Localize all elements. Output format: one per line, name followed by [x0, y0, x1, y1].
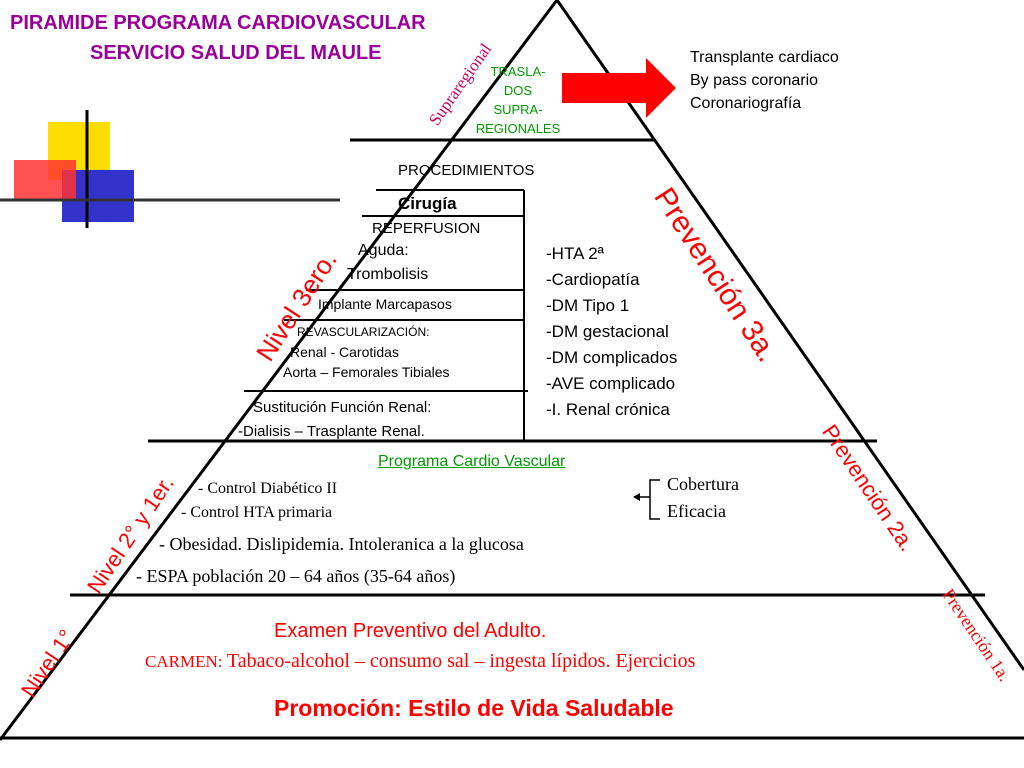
traslados-label: TRASLA- DOS SUPRA- REGIONALES	[456, 62, 580, 138]
espa-line: - ESPA población 20 – 64 años (35-64 año…	[136, 566, 456, 586]
bracket-arrow-head	[633, 493, 640, 501]
conditions-list: -HTA 2ª -Cardiopatía -DM Tipo 1 -DM gest…	[546, 241, 677, 423]
traslados-line: REGIONALES	[475, 121, 561, 136]
title-line2: SERVICIO SALUD DEL MAULE	[90, 42, 382, 64]
marcapasos-label: Implante Marcapasos	[318, 296, 452, 312]
procedure-item: Coronariografía	[690, 95, 802, 112]
traslados-line: TRASLA-	[490, 64, 546, 79]
pyramid-left-edge	[0, 0, 559, 741]
control-diabetico: - Control Diabético II	[198, 480, 338, 497]
condition-item: -HTA 2ª	[546, 244, 604, 263]
reperfusion-label: REPERFUSION	[372, 220, 481, 237]
eficacia-label: Eficacia	[667, 501, 726, 521]
promocion-line: Promoción: Estilo de Vida Saludable	[274, 695, 674, 721]
red-arrow	[562, 58, 676, 118]
carmen-text: Tabaco-alcohol – consumo sal – ingesta l…	[226, 650, 696, 672]
procedure-item: Transplante cardiaco	[690, 49, 839, 66]
renal-carotidas-label: Renal - Carotidas	[290, 344, 399, 360]
condition-item: -AVE complicado	[546, 374, 676, 393]
aguda-label: Aguda:	[358, 242, 409, 259]
procedimientos-label: PROCEDIMIENTOS	[398, 162, 535, 179]
decorative-blocks	[0, 110, 340, 228]
trombolisis-label: Trombolisis	[347, 266, 429, 283]
procedure-item: By pass coronario	[690, 72, 819, 89]
bracket	[649, 479, 660, 520]
condition-item: -Cardiopatía	[546, 270, 640, 289]
revascularizacion-label: REVASCULARIZACIÓN:	[297, 325, 430, 339]
condition-item: -DM complicados	[546, 348, 678, 367]
condition-item: -DM gestacional	[546, 322, 669, 341]
obesidad-line: - Obesidad. Dislipidemia. Intoleranica a…	[159, 534, 524, 554]
traslados-line: DOS	[503, 83, 533, 98]
examen-preventivo: Examen Preventivo del Adulto.	[274, 620, 547, 642]
control-hta: - Control HTA primaria	[181, 504, 333, 521]
condition-item: -I. Renal crónica	[546, 400, 670, 419]
title-line1: PIRAMIDE PROGRAMA CARDIOVASCULAR	[10, 12, 426, 34]
cobertura-label: Cobertura	[667, 474, 739, 494]
traslados-line: SUPRA-	[493, 102, 543, 117]
dialisis-label: -Dialisis – Trasplante Renal.	[238, 423, 425, 440]
carmen-prefix: CARMEN:	[145, 652, 223, 671]
aorta-label: Aorta – Femorales Tibiales	[283, 364, 450, 380]
condition-item: -DM Tipo 1	[546, 296, 630, 315]
sustitucion-label: Sustitución Función Renal:	[253, 399, 432, 416]
cirugia-label: Cirugía	[398, 194, 457, 213]
pyramid-right-edge	[555, 0, 1024, 671]
carmen-line: CARMEN: Tabaco-alcohol – consumo sal – i…	[145, 650, 695, 673]
program-title: Programa Cardio Vascular	[378, 453, 566, 470]
red-block	[14, 160, 76, 200]
high-procedures-list: Transplante cardiaco By pass coronario C…	[690, 46, 839, 115]
